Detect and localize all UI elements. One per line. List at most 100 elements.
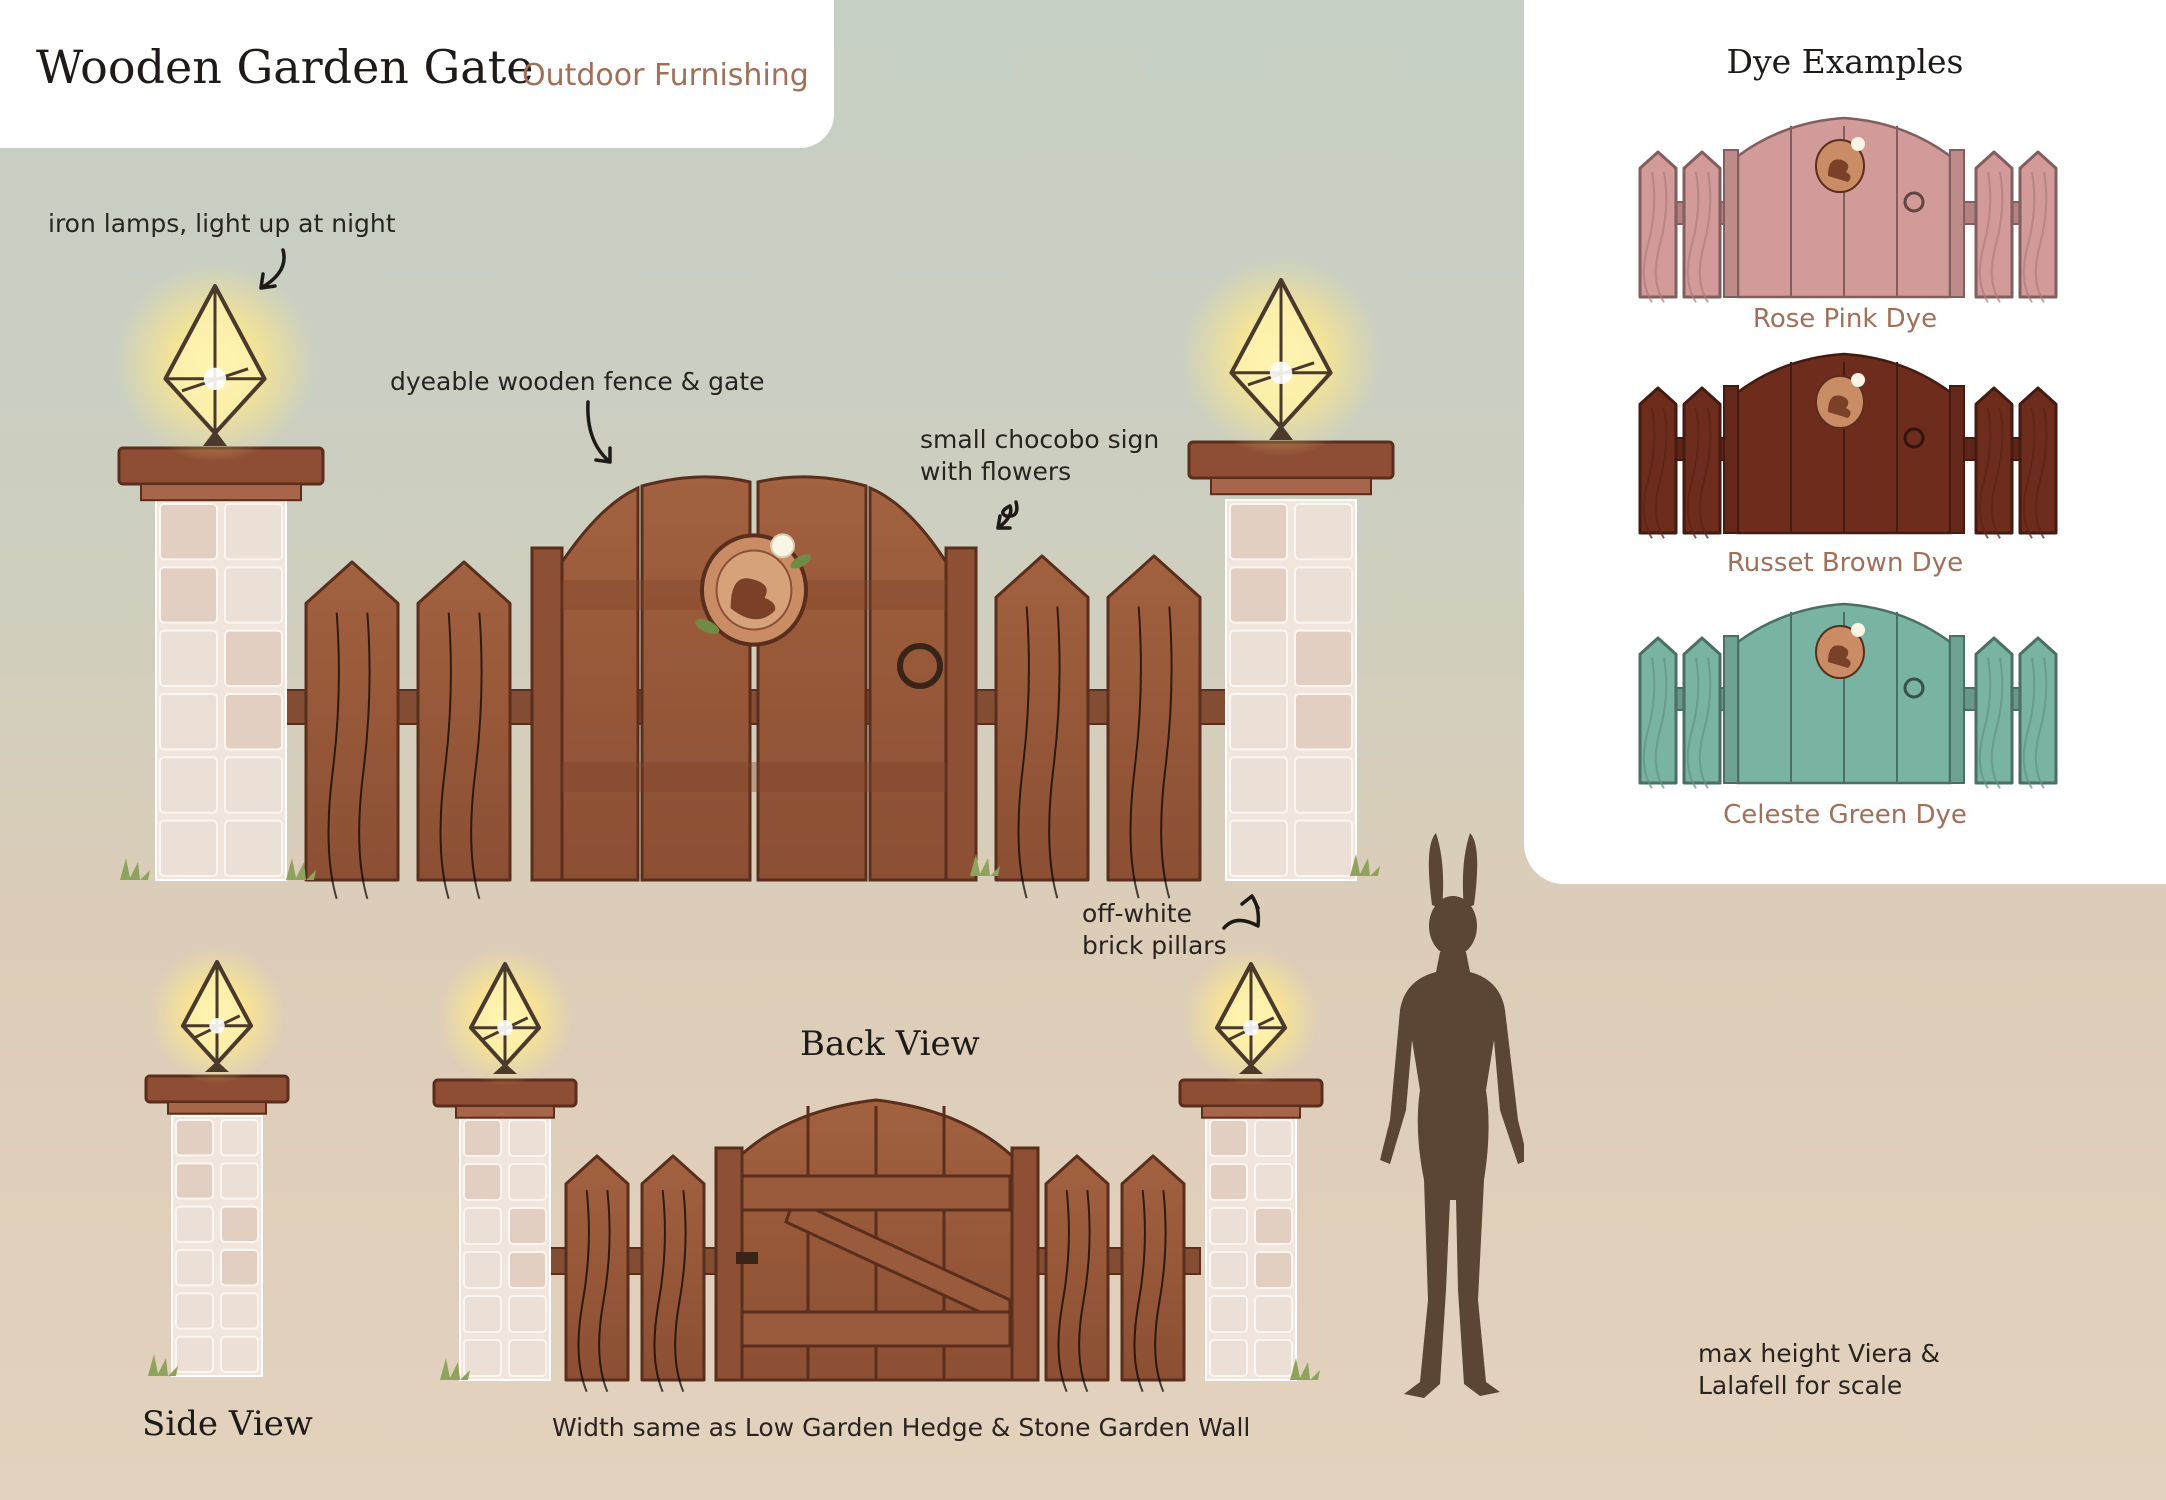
fence-picket bbox=[994, 554, 1090, 882]
fence-picket bbox=[416, 560, 512, 882]
swatch-flower bbox=[1851, 373, 1865, 387]
swatch-picket bbox=[2018, 386, 2058, 535]
note-brick-pillars: off-white brick pillars bbox=[1082, 898, 1227, 962]
grass-tuft bbox=[120, 858, 150, 880]
lamp-base bbox=[203, 430, 227, 446]
lamp-light bbox=[1243, 1020, 1259, 1036]
arrow-lamps bbox=[259, 248, 286, 290]
gate-latch bbox=[736, 1252, 758, 1264]
wood-grain bbox=[1154, 1189, 1167, 1393]
brick bbox=[508, 1207, 547, 1245]
brick bbox=[463, 1119, 502, 1157]
swatch-handle bbox=[1903, 191, 1925, 213]
brick bbox=[1229, 756, 1288, 814]
brick bbox=[224, 566, 283, 624]
wood-grain bbox=[358, 612, 371, 900]
fence-picket bbox=[1106, 554, 1202, 882]
brick bbox=[1254, 1207, 1293, 1245]
fence-picket bbox=[1120, 1154, 1186, 1382]
swatch-chocobo bbox=[1828, 395, 1851, 418]
wood-grain bbox=[470, 612, 483, 900]
viera-silhouette bbox=[1380, 952, 1524, 1398]
brick bbox=[175, 1205, 214, 1243]
side-pillar bbox=[171, 1115, 263, 1377]
scale-figures bbox=[1380, 833, 1524, 1398]
brick bbox=[1254, 1295, 1293, 1333]
arrow-fence bbox=[586, 400, 612, 464]
back-brace-diagonal bbox=[784, 1208, 1012, 1314]
grass-tuft bbox=[970, 854, 1000, 876]
wood-grain bbox=[1642, 171, 1656, 303]
brick bbox=[1294, 819, 1353, 878]
swatch-picket bbox=[1638, 150, 1678, 299]
swatch-flower bbox=[1851, 137, 1865, 151]
chocobo-silhouette bbox=[730, 578, 776, 620]
wood-grain bbox=[1686, 407, 1700, 539]
lamp-base bbox=[205, 1061, 229, 1072]
note-iron-lamps: iron lamps, light up at night bbox=[48, 209, 396, 238]
pillar-body bbox=[171, 1115, 263, 1377]
arrow-pillars bbox=[1222, 894, 1261, 930]
wood-grain bbox=[1990, 657, 2004, 789]
wood-grain bbox=[674, 1189, 687, 1393]
dye-label-rose: Rose Pink Dye bbox=[1752, 304, 1938, 334]
lamp-light bbox=[497, 1020, 513, 1036]
wood-grain bbox=[577, 1189, 590, 1393]
brick bbox=[463, 1207, 502, 1245]
wood-grain bbox=[2034, 407, 2048, 539]
pillar-cap-trim bbox=[455, 1105, 555, 1119]
swatch-picket bbox=[1682, 386, 1722, 535]
swatch-picket bbox=[1638, 386, 1678, 535]
swatch-post bbox=[1949, 385, 1965, 534]
wood-grain bbox=[1078, 1189, 1091, 1393]
note-brick-pillars-line1: off-white bbox=[1082, 899, 1192, 928]
swatch-post bbox=[1949, 149, 1965, 298]
wood-grain bbox=[2034, 657, 2048, 789]
brick bbox=[224, 819, 283, 878]
brick bbox=[1209, 1295, 1248, 1333]
swatch-post bbox=[1949, 635, 1965, 784]
back-view-drawing bbox=[432, 948, 1324, 1393]
brick bbox=[220, 1249, 259, 1287]
wood-grain bbox=[1654, 657, 1668, 789]
wood-grain bbox=[1017, 606, 1030, 899]
dye-label-russet: Russet Brown Dye bbox=[1726, 548, 1964, 578]
lamp-light bbox=[203, 367, 227, 390]
swatch-chocobo bbox=[1828, 159, 1851, 182]
front-gate-doors bbox=[530, 475, 978, 882]
note-chocobo-sign-line1: small chocobo sign bbox=[920, 425, 1160, 454]
pillar-cap-trim bbox=[1201, 1105, 1301, 1119]
wood-grain bbox=[1654, 407, 1668, 539]
brick bbox=[224, 756, 283, 814]
brick bbox=[1229, 629, 1288, 688]
note-chocobo-sign-line2: with flowers bbox=[920, 457, 1072, 486]
brick bbox=[1209, 1207, 1248, 1245]
front-pillar-left bbox=[155, 499, 287, 881]
gate-post bbox=[944, 546, 978, 882]
brick bbox=[175, 1292, 214, 1330]
gate-post bbox=[1010, 1146, 1040, 1382]
lamp-base bbox=[493, 1063, 517, 1074]
brick bbox=[175, 1119, 214, 1157]
brick bbox=[175, 1335, 214, 1373]
swatch-picket bbox=[1974, 150, 2014, 299]
swatch-picket bbox=[2018, 636, 2058, 785]
brick bbox=[1209, 1119, 1248, 1157]
brick bbox=[1209, 1251, 1248, 1289]
brick bbox=[508, 1251, 547, 1289]
brick bbox=[224, 503, 283, 561]
front-view-drawing bbox=[115, 257, 1395, 900]
swatch-picket bbox=[1682, 150, 1722, 299]
dye-swatch-3 bbox=[1638, 602, 2058, 789]
lamp-light bbox=[209, 1018, 225, 1034]
brick bbox=[1294, 503, 1353, 561]
lamp-base bbox=[1239, 1063, 1263, 1074]
fence-picket bbox=[640, 1154, 706, 1382]
wood-grain bbox=[1978, 407, 1992, 539]
wood-grain bbox=[1978, 657, 1992, 789]
pillar-cap-trim bbox=[140, 483, 302, 502]
brick bbox=[463, 1251, 502, 1289]
brick bbox=[508, 1119, 547, 1157]
swatch-handle bbox=[1903, 677, 1925, 699]
brick bbox=[1294, 566, 1353, 624]
